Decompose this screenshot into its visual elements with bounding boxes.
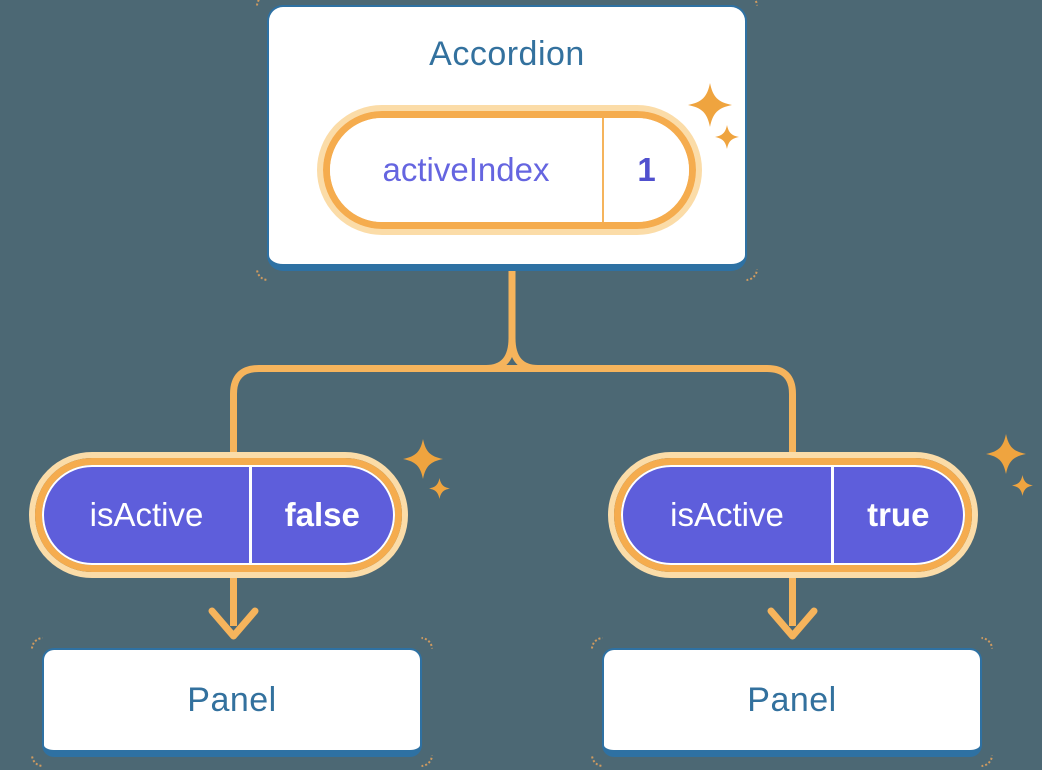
prop-value: false	[284, 496, 360, 533]
pill-divider	[249, 467, 252, 563]
prop-pill-isactive-false: isActive false	[29, 439, 450, 578]
accordion-title: Accordion	[429, 35, 585, 73]
prop-pill: isActive true	[608, 452, 978, 578]
pill-divider	[831, 467, 834, 563]
prop-pill-body: isActive false	[42, 465, 395, 565]
pill-divider	[602, 118, 604, 222]
prop-name: isActive	[670, 496, 784, 533]
panel-card: Panel	[591, 637, 993, 767]
stem-flare-right	[508, 337, 554, 372]
prop-value: true	[867, 496, 930, 533]
sparkle-icon	[688, 83, 732, 131]
state-value: 1	[637, 151, 656, 188]
state-pill-body: activeIndex 1	[330, 118, 689, 222]
state-pill-ring: activeIndex 1	[323, 111, 696, 229]
state-name: activeIndex	[382, 151, 550, 188]
prop-pill-body: isActive true	[621, 465, 965, 565]
arrow-down-icon	[767, 607, 818, 640]
panel-card: Panel	[31, 637, 433, 767]
prop-pill-ring: isActive true	[614, 458, 972, 572]
branch-bracket	[230, 365, 796, 626]
prop-pill-ring: isActive false	[35, 458, 402, 572]
arrow-down-icon	[208, 607, 259, 640]
sparkle-icon	[715, 125, 739, 151]
prop-pill: isActive false	[29, 452, 408, 578]
prop-name: isActive	[89, 496, 204, 533]
state-pill: activeIndex 1	[317, 105, 702, 235]
panel-title: Panel	[187, 680, 277, 719]
prop-pill-isactive-true: isActive true	[608, 434, 1033, 578]
accordion-card: Accordion activeIndex 1	[256, 0, 758, 281]
stem-flare-left	[470, 337, 516, 372]
panel-title: Panel	[747, 680, 837, 719]
